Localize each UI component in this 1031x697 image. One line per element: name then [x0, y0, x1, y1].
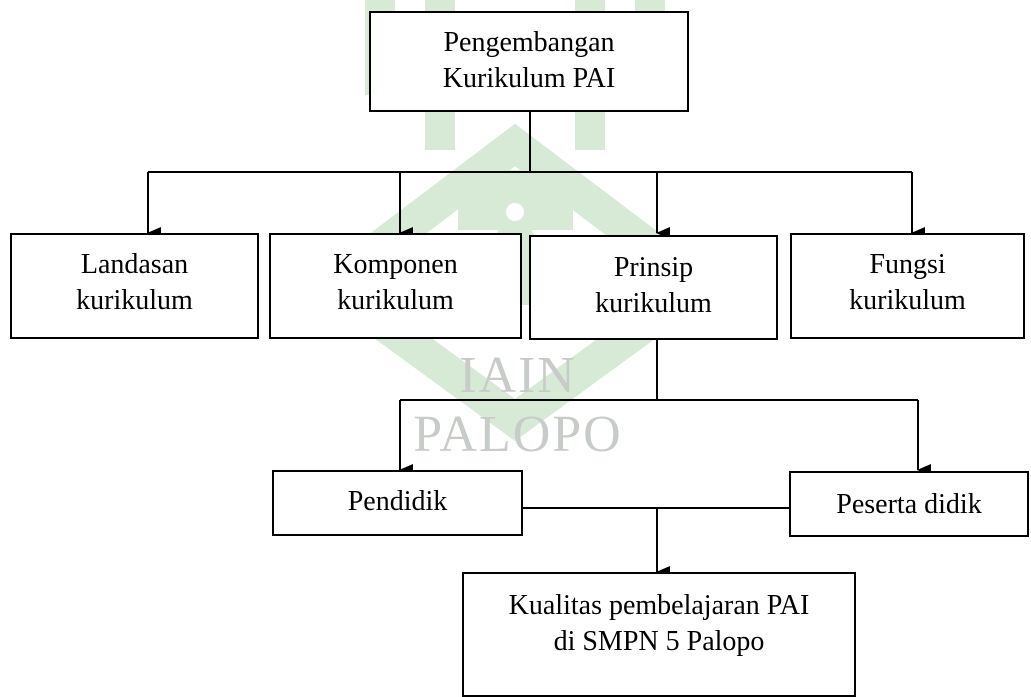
node-prinsip-kurikulum: Prinsip kurikulum [529, 235, 778, 340]
node-pengembangan-kurikulum-pai: Pengembangan Kurikulum PAI [369, 11, 689, 112]
node-label-line2: kurikulum [337, 285, 454, 316]
node-label-line1: Komponen [333, 249, 458, 280]
node-label-line1: Pengembangan [443, 27, 615, 58]
node-label-line1: Prinsip [613, 252, 694, 283]
node-landasan-kurikulum: Landasan kurikulum [10, 233, 259, 339]
node-peserta-didik: Peserta didik [789, 471, 1029, 537]
node-label-line2: kurikulum [595, 288, 712, 319]
node-kualitas-pembelajaran-pai: Kualitas pembelajaran PAI di SMPN 5 Palo… [462, 572, 856, 697]
node-label-line1: Peserta didik [836, 489, 982, 520]
node-pendidik: Pendidik [272, 470, 523, 536]
node-label-line2: Kurikulum PAI [442, 63, 616, 94]
node-komponen-kurikulum: Komponen kurikulum [269, 233, 522, 339]
node-label-line2: kurikulum [76, 285, 193, 316]
node-label-line1: Pendidik [347, 486, 448, 517]
node-label-line1: Landasan [80, 249, 189, 280]
node-label-line2: di SMPN 5 Palopo [553, 626, 765, 657]
node-label-line1: Fungsi [869, 249, 946, 280]
node-label-line1: Kualitas pembelajaran PAI [508, 590, 810, 621]
node-fungsi-kurikulum: Fungsi kurikulum [790, 233, 1025, 339]
watermark-text: IAIN PALOPO [413, 347, 623, 463]
node-label-line2: kurikulum [849, 285, 966, 316]
